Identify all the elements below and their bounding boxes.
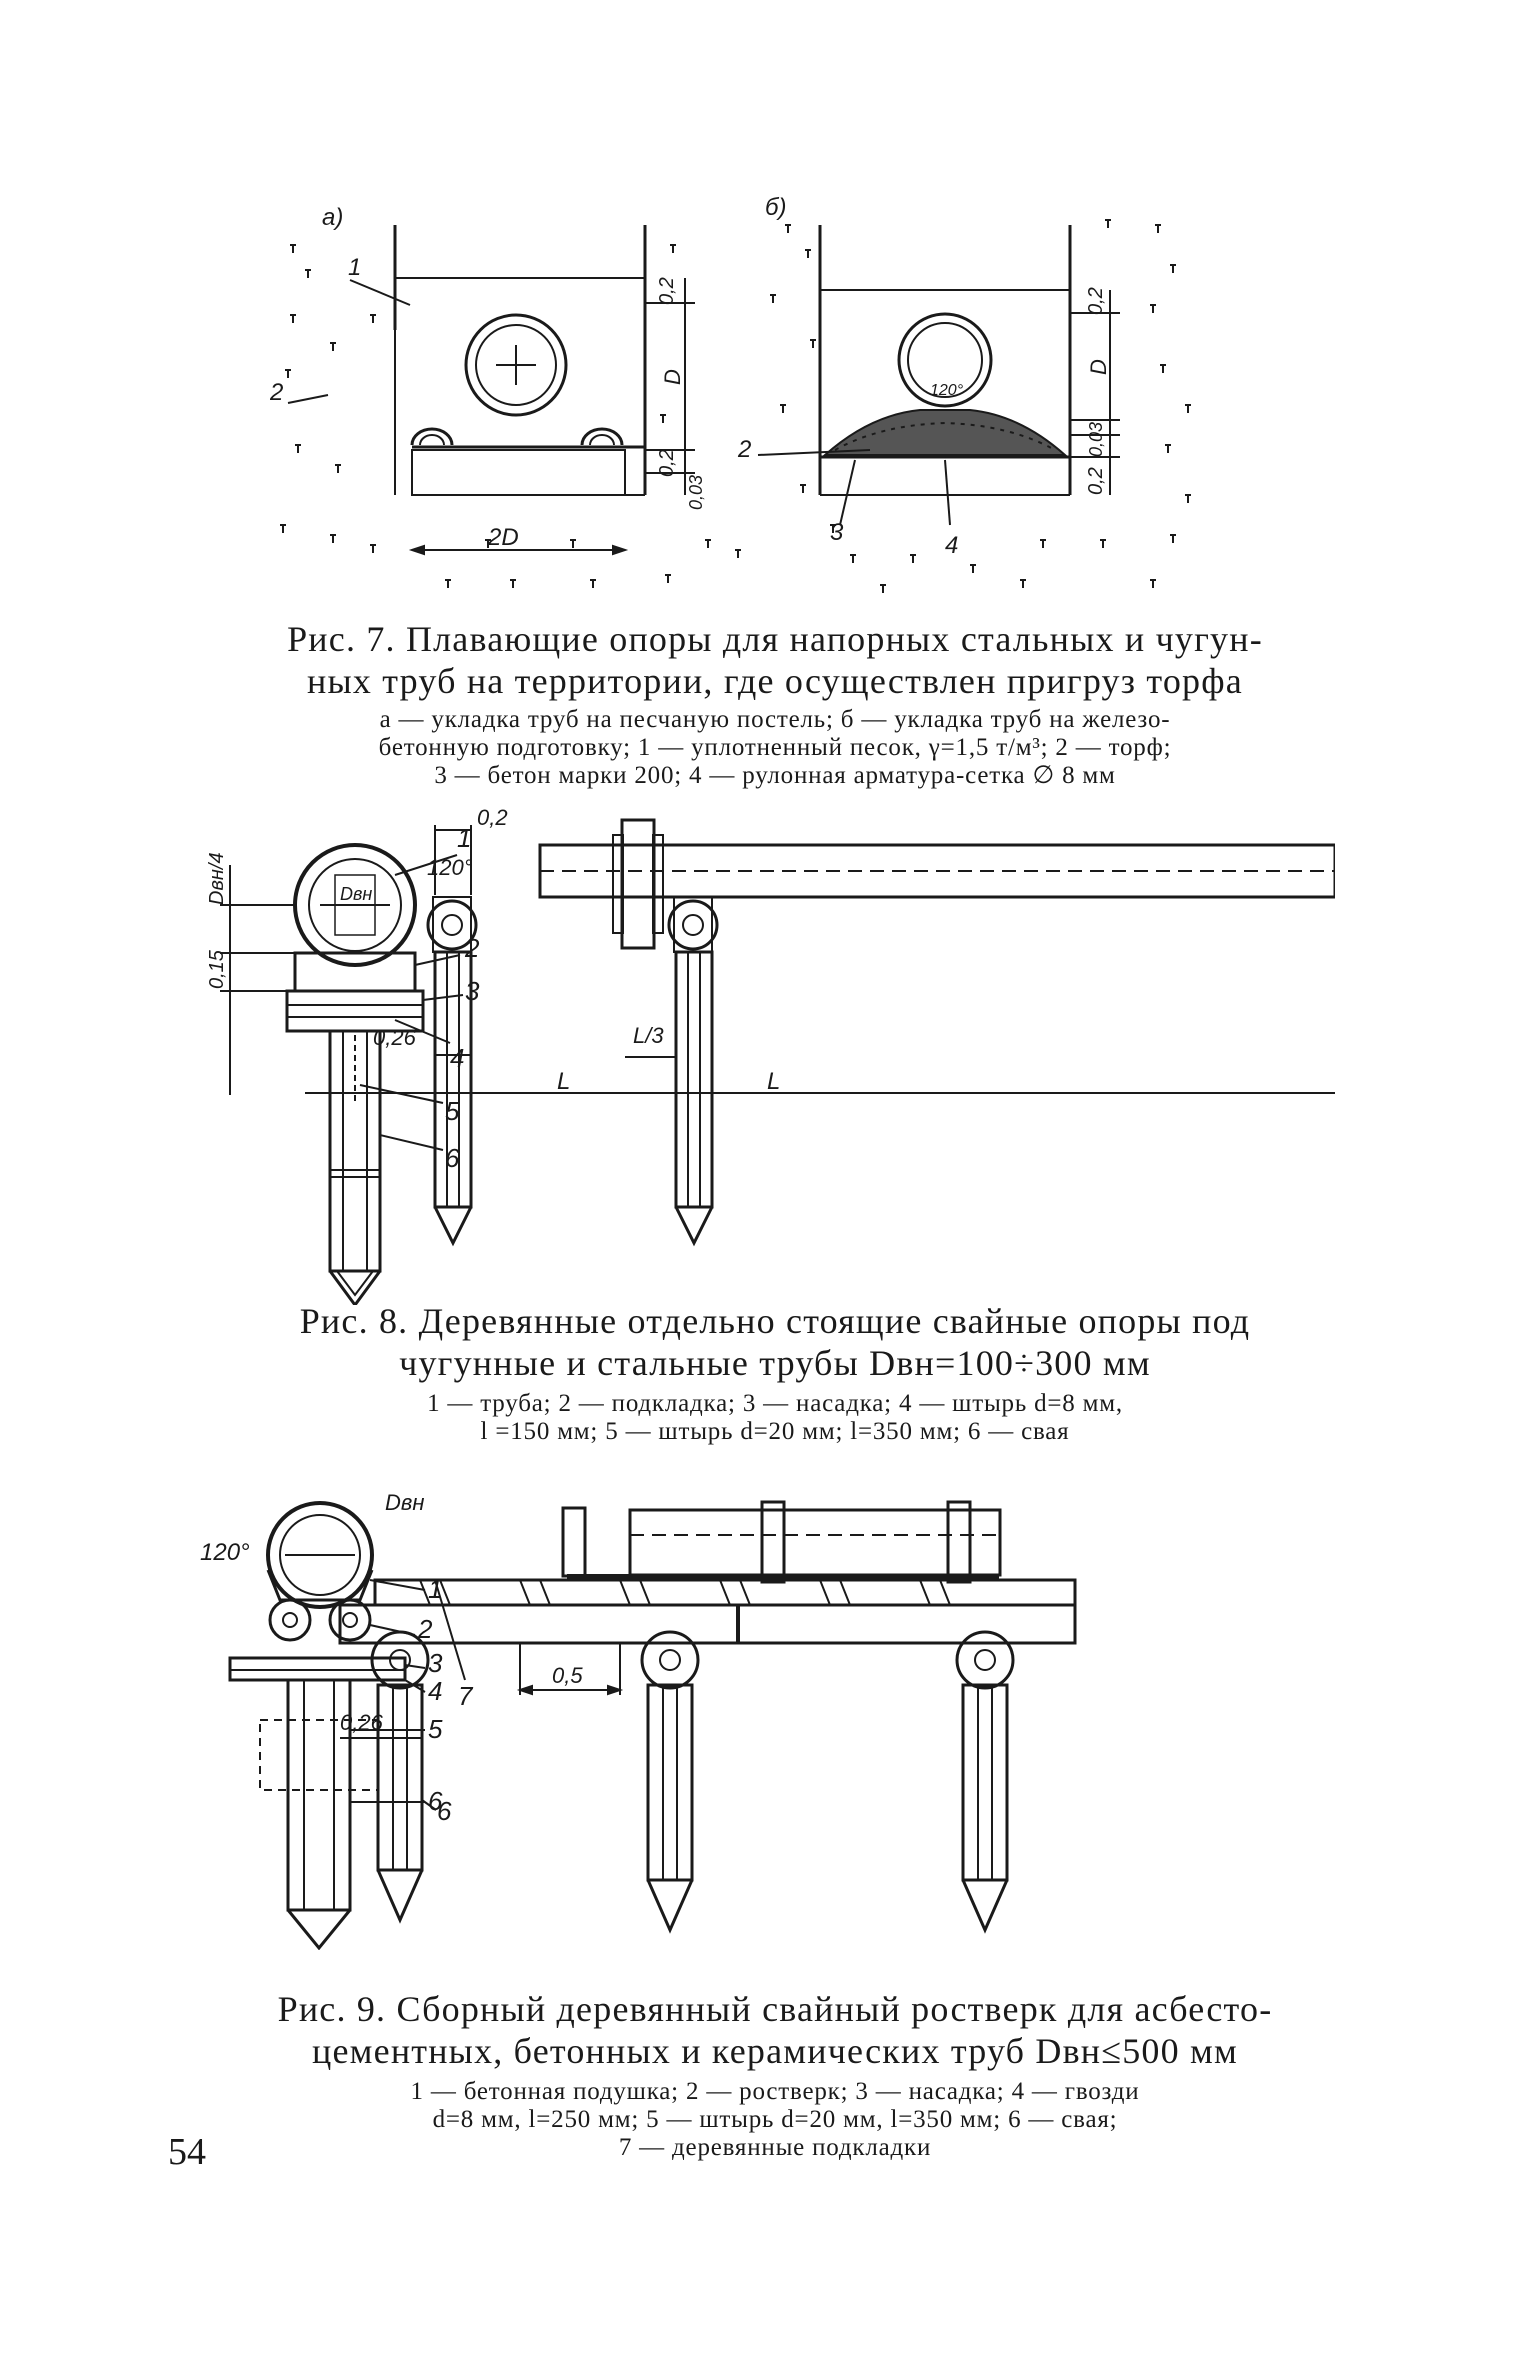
fig9-d026: 0,26 [340,1710,384,1735]
fig8-h015: 0,15 [206,949,228,989]
fig9-dvn: Dвн [385,1490,424,1515]
fig8-label-6: 6 [445,1143,460,1173]
figure-9-drawing: 120° Dвн 1 2 3 4 5 6 [190,1480,1340,1950]
fig8-legend-line-1: 1 — труба; 2 — подкладка; 3 — насадка; 4… [427,1390,1123,1417]
fig8-label-4: 4 [450,1043,464,1073]
fig7-dim-02b: 0,2 [656,449,678,477]
fig7-panel-a: 0,2 D 0,2 0,03 2D 1 2 [270,225,741,588]
fig7-title-line-1: Рис. 7. Плавающие опоры для напорных ста… [287,619,1263,659]
fig9-label-2: 2 [417,1614,433,1644]
fig8-dvn: Dвн [340,884,372,904]
fig7-dim-02d: 0,2 [1085,467,1107,495]
fig7-dim-003a: 0,03 [686,475,706,510]
fig7-label-2b: 2 [737,436,751,463]
fig8-angle: 120° [427,855,473,880]
fig9-label-4: 4 [428,1676,442,1706]
fig7-legend-line-3: 3 — бетон марки 200; 4 — рулонная армату… [434,762,1116,789]
fig7-dim-2d: 2D [487,524,519,551]
figure-7-drawing: а) 0,2 D 0,2 0,03 [270,195,1230,595]
fig7-dim-003b: 0,03 [1086,422,1106,457]
fig7-label-1: 1 [348,254,361,281]
fig9-legend-line-1: 1 — бетонная подушка; 2 — ростверк; 3 — … [410,2078,1140,2105]
fig8-label-5: 5 [445,1096,460,1126]
fig8-L2: L [767,1068,780,1095]
fig9-title-line-1: Рис. 9. Сборный деревянный свайный роств… [277,1989,1273,2029]
fig8-legend-line-2: l =150 мм; 5 — штырь d=20 мм; l=350 мм; … [480,1418,1070,1445]
fig9-elevation-view: 0,26 0,5 7 6 [338,1500,1077,1934]
fig8-title-line-1: Рис. 8. Деревянные отдельно стоящие свай… [299,1301,1251,1341]
fig8-d026: 0,26 [373,1025,417,1050]
fig9-label-7: 7 [458,1681,474,1711]
fig9-angle: 120° [200,1539,250,1566]
fig9-d05: 0,5 [552,1663,583,1688]
figure-8-caption: Рис. 8. Деревянные отдельно стоящие свай… [210,1300,1340,1446]
fig8-dvn4: Dвн/4 [206,852,228,905]
fig8-L1: L [557,1068,570,1095]
fig7-dim-d2: D [1086,359,1111,375]
fig7-panel-a-label: а) [322,204,343,231]
fig8-d02: 0,2 [477,805,508,830]
page-number: 54 [168,2131,206,2173]
fig9-legend-line-3: 7 — деревянные подкладки [618,2134,932,2161]
fig7-label-4: 4 [945,532,958,559]
fig7-legend-line-2: бетонную подготовку; 1 — уплотненный пес… [378,734,1172,761]
fig9-label-6: 6 [428,1786,443,1816]
figure-8-drawing: Dвн Dвн/4 0,15 1 120° 2 3 4 5 6 [195,805,1335,1305]
fig9-side-view: 120° Dвн 1 2 3 4 5 6 [200,1490,443,1950]
fig9-title-line-2: цементных, бетонных и керамических труб … [312,2031,1238,2071]
fig7-dim-d: D [660,369,685,385]
fig8-title-line-2: чугунные и стальные трубы Dвн=100÷300 мм [399,1343,1151,1383]
fig7-legend-line-1: а — укладка труб на песчаную постель; б … [379,706,1171,733]
fig8-label-1: 1 [457,823,471,853]
fig7-label-2: 2 [270,379,283,406]
fig8-elevation-view: 0,2 0,26 L/3 L L [305,805,1335,1247]
fig7-panel-b-label: б) [765,195,787,221]
fig8-side-view: Dвн Dвн/4 0,15 1 120° 2 3 4 5 6 [206,823,480,1305]
fig7-angle: 120° [930,382,964,399]
fig7-dim-02c: 0,2 [1085,287,1107,315]
fig8-l3: L/3 [633,1023,664,1048]
fig7-panel-b: 120° 0,2 D 0,03 0,2 2 3 4 [737,219,1191,593]
fig9-label-6b: 6 [437,1796,452,1826]
fig7-dim-02a: 0,2 [656,277,678,305]
fig9-legend-line-2: d=8 мм, l=250 мм; 5 — штырь d=20 мм, l=3… [432,2106,1118,2133]
figure-9-caption: Рис. 9. Сборный деревянный свайный роств… [210,1988,1340,2162]
fig9-label-3: 3 [428,1648,443,1678]
fig7-title-line-2: ных труб на территории, где осуществлен … [307,661,1243,701]
figure-7-caption: Рис. 7. Плавающие опоры для напорных ста… [210,618,1340,790]
fig9-label-5: 5 [428,1714,443,1744]
